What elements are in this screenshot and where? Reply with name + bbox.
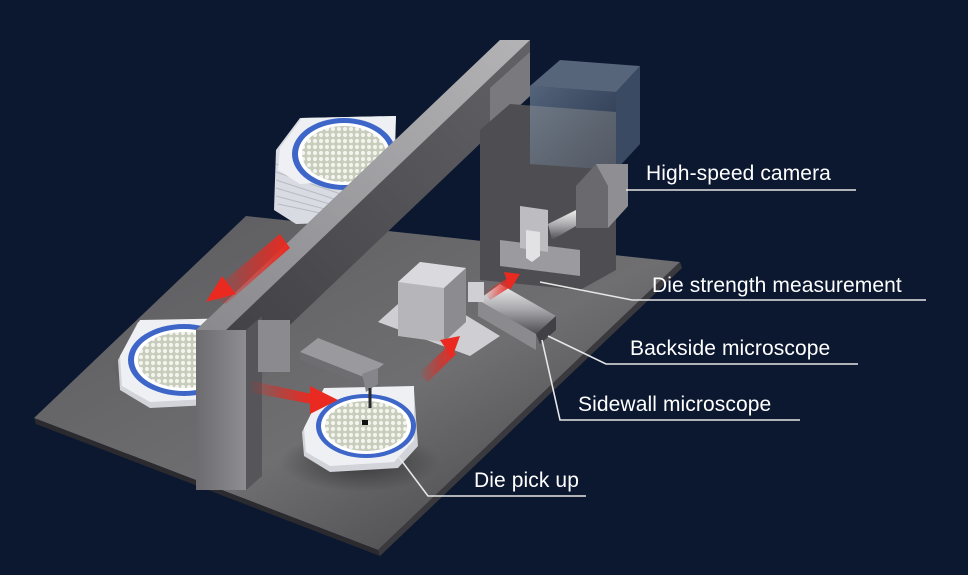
wafer-pickup bbox=[302, 386, 418, 472]
label-backside-microscope: Backside microscope bbox=[630, 337, 831, 360]
label-sidewall-microscope: Sidewall microscope bbox=[578, 393, 772, 416]
cube-block bbox=[378, 262, 500, 356]
backside-microscope bbox=[468, 282, 556, 350]
red-flow-arrow-icons bbox=[206, 234, 520, 414]
pickup-arm bbox=[300, 338, 384, 408]
label-high-speed-camera: High-speed camera bbox=[646, 162, 831, 185]
base-plate-edge-right bbox=[378, 262, 682, 556]
leader-lines bbox=[397, 189, 926, 497]
label-die-pick-up: Die pick up bbox=[474, 469, 579, 492]
measurement-unit bbox=[480, 60, 640, 290]
label-die-strength-measurement: Die strength measurement bbox=[652, 274, 902, 297]
high-speed-camera bbox=[548, 164, 628, 240]
gantry-beam bbox=[196, 40, 530, 490]
